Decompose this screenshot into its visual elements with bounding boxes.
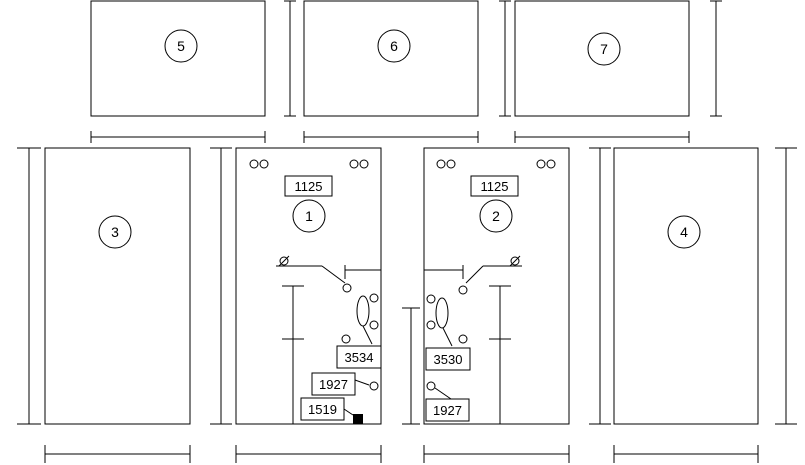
panel-2-top-label: 1125: [481, 179, 509, 194]
panel-7-number: 7: [600, 41, 608, 57]
panel-2: 1125 2 3530 1927: [423, 147, 570, 425]
panel-1-label-1927: 1927: [319, 377, 348, 392]
panel-5-number: 5: [177, 38, 185, 54]
panel-2-label-1927: 1927: [433, 403, 462, 418]
bottom-row-dimensions: [44, 445, 759, 463]
vertical-dimensions: [17, 147, 797, 425]
panel-6: 6: [303, 0, 479, 117]
panel-4: 4: [613, 147, 759, 425]
panel-5: 5: [90, 0, 266, 117]
panel-1: 1125 1 3534 1927 1519: [235, 147, 382, 425]
panel-7: 7: [514, 0, 690, 117]
panel-3: 3: [44, 147, 191, 425]
panel-1-number: 1: [305, 208, 313, 224]
panel-2-number: 2: [492, 208, 500, 224]
panel-1-label-1519: 1519: [308, 402, 337, 417]
panel-2-label-3530: 3530: [434, 352, 463, 367]
panel-1-top-label: 1125: [295, 179, 323, 194]
panel-6-number: 6: [390, 38, 398, 54]
panel-4-number: 4: [680, 224, 688, 240]
panel-3-number: 3: [111, 224, 119, 240]
top-row-dimensions: [90, 0, 722, 143]
panel-1-label-3534: 3534: [345, 350, 374, 365]
